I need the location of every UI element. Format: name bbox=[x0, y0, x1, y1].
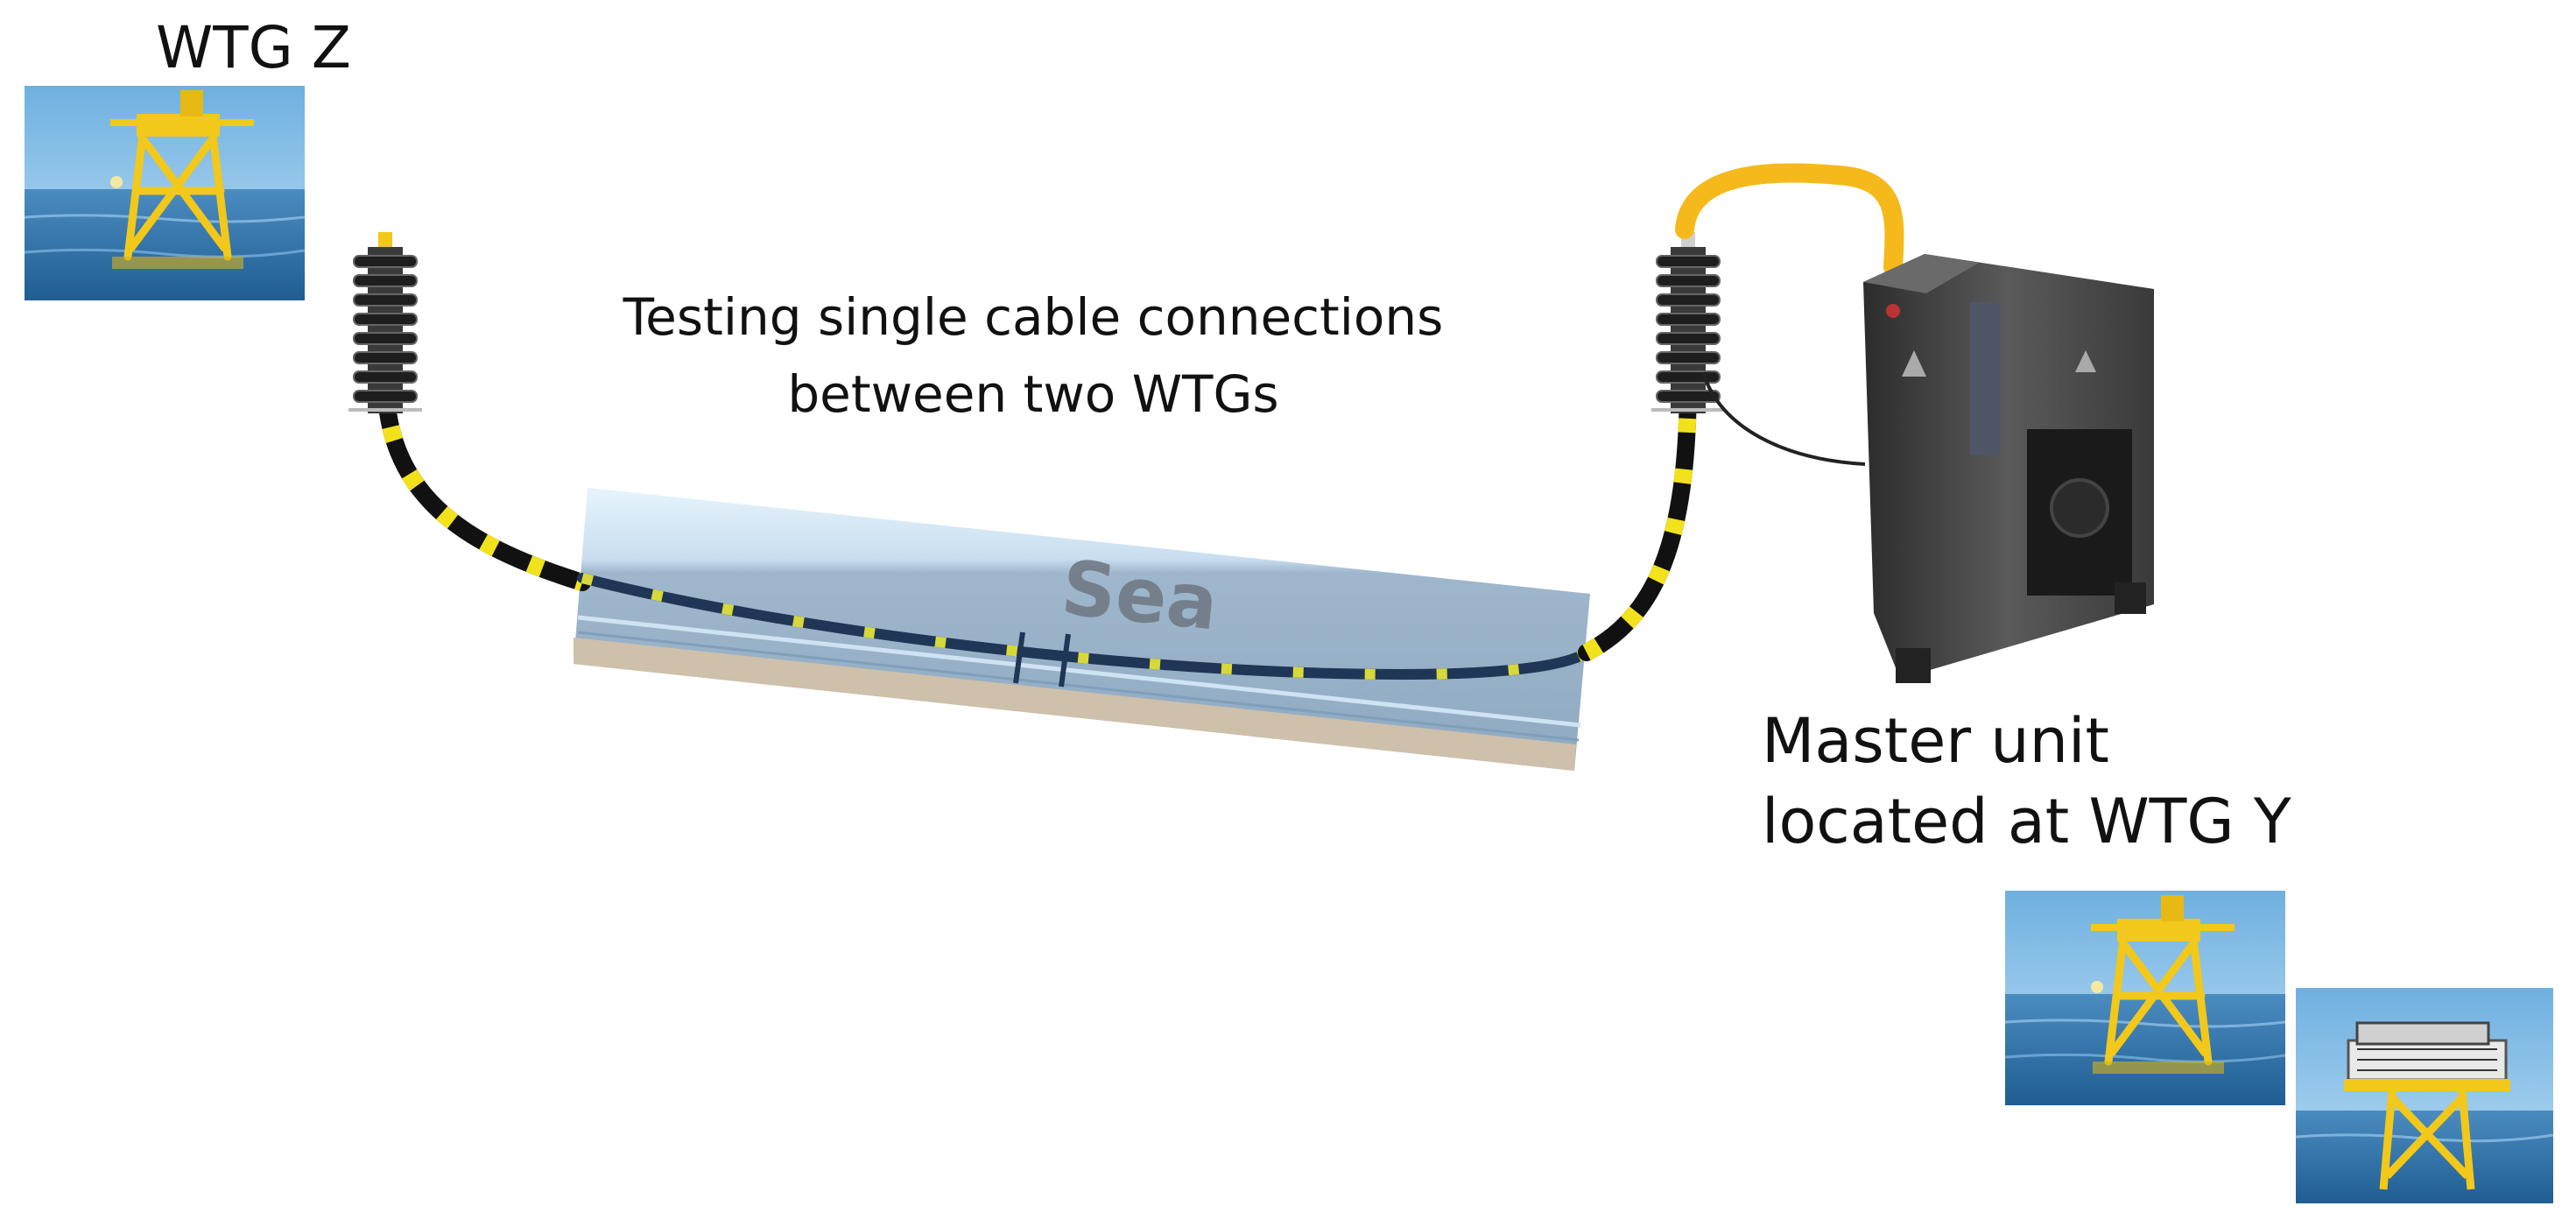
earth-wire bbox=[1701, 371, 1866, 466]
wtg-y-photo bbox=[2005, 891, 2285, 1105]
caption-line-2: between two WTGs bbox=[787, 364, 1279, 424]
master-unit-label: Master unit located at WTG Y bbox=[1762, 701, 2291, 862]
test-lead bbox=[1675, 163, 1904, 277]
test-equipment-cabinet-icon bbox=[1863, 254, 2154, 683]
diagram-caption: Testing single cable connections between… bbox=[543, 279, 1524, 433]
master-label-line-1: Master unit bbox=[1762, 705, 2109, 777]
bushing-insulator-icon bbox=[348, 232, 422, 413]
bushing-insulator-icon bbox=[1651, 232, 1725, 413]
sea-cross-section bbox=[574, 488, 1590, 771]
offshore-substation-icon bbox=[2295, 988, 2554, 1203]
cable-wtg-y bbox=[1578, 368, 1697, 661]
wtg-z-label: WTG Z bbox=[156, 14, 351, 81]
cable-wtg-z bbox=[377, 368, 591, 591]
caption-line-1: Testing single cable connections bbox=[623, 287, 1444, 347]
wtg-z-photo bbox=[25, 86, 305, 300]
sea-label: Sea bbox=[1058, 544, 1222, 647]
subsea-cable bbox=[577, 573, 1592, 688]
master-label-line-2: located at WTG Y bbox=[1762, 786, 2291, 857]
